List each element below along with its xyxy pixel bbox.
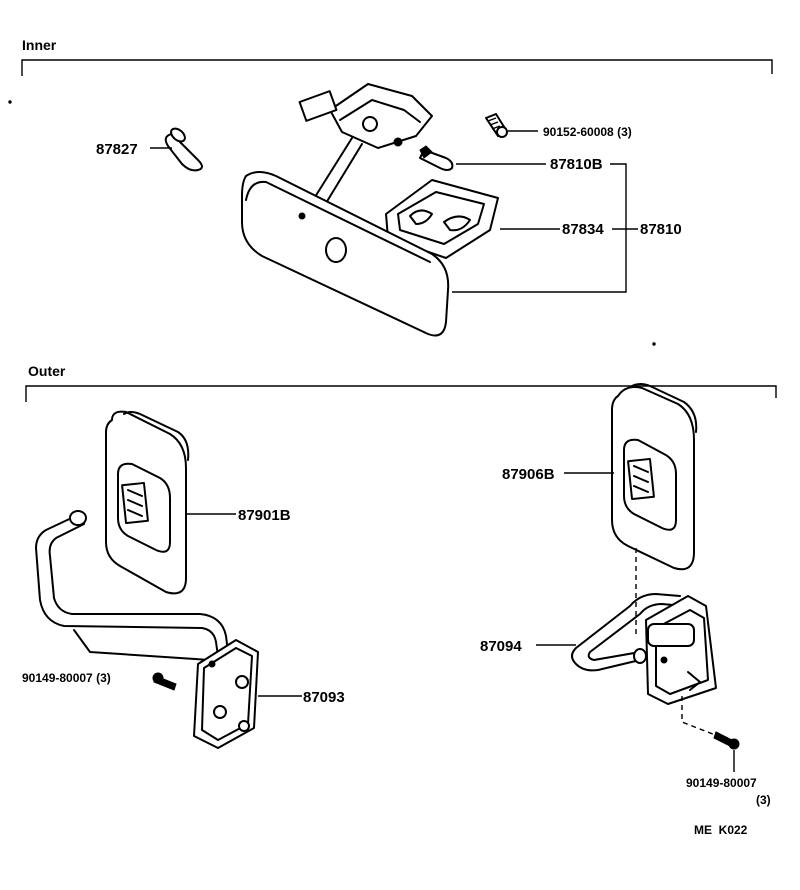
- bracket-87810: [452, 163, 627, 293]
- stray-mark: [652, 342, 656, 346]
- label-87901B: 87901B: [238, 507, 291, 524]
- section-title-inner: Inner: [22, 37, 57, 53]
- label-87827: 87827: [96, 141, 138, 158]
- label-90149-80007-right-qty: (3): [756, 793, 771, 807]
- inner-rear-view-mirror: [241, 171, 450, 337]
- label-90149-80007-left: 90149-80007 (3): [22, 671, 111, 685]
- section-title-outer: Outer: [28, 363, 66, 379]
- label-87094: 87094: [480, 638, 522, 655]
- screw-90152-60008: [485, 113, 508, 138]
- lens-87834: [385, 179, 499, 259]
- screw-90149-80007-left: [152, 672, 177, 691]
- pin-87827: [164, 127, 203, 172]
- label-87810: 87810: [640, 221, 682, 238]
- label-87906B: 87906B: [502, 466, 555, 483]
- label-90149-80007-right: 90149-80007: [686, 776, 757, 790]
- screw-90149-80007-right: [713, 731, 740, 750]
- diagram-code: ME K022: [694, 823, 748, 837]
- bulb-87810B: [419, 145, 454, 171]
- label-90152-60008: 90152-60008 (3): [543, 125, 632, 139]
- outer-mirror-right-87906B: [611, 383, 698, 571]
- outer-mirror-right-arm-87094: [571, 593, 685, 672]
- label-87834: 87834: [562, 221, 604, 238]
- stray-mark: [8, 100, 12, 104]
- label-87810B: 87810B: [550, 156, 603, 173]
- dashed-guide-lower: [681, 696, 729, 741]
- outer-mirror-left-base-87093: [193, 639, 259, 749]
- outer-mirror-left-arm: [35, 510, 229, 661]
- outer-mirror-right-base: [645, 595, 717, 705]
- outer-mirror-left-87901B: [105, 410, 190, 595]
- label-87093: 87093: [303, 689, 345, 706]
- inner-section-bracket: [21, 59, 773, 76]
- outer-section-bracket: [25, 385, 777, 402]
